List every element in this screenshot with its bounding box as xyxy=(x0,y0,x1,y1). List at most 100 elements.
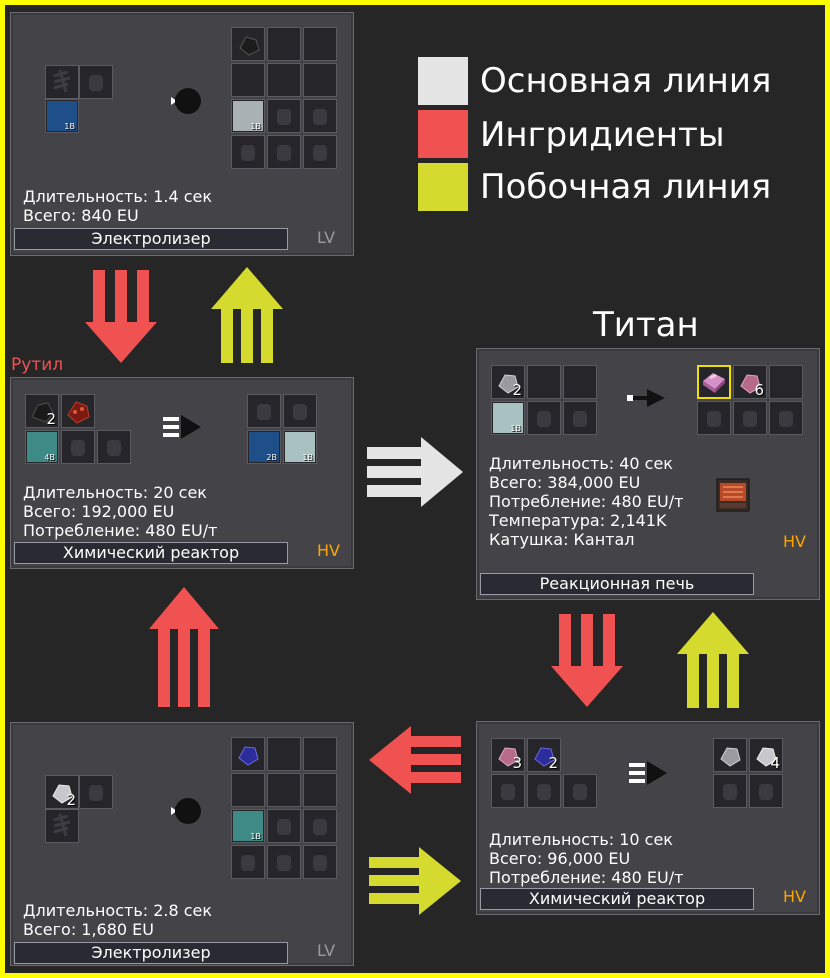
titanium-dust-icon xyxy=(720,747,741,767)
fluid-output-slot[interactable] xyxy=(267,99,301,133)
input-slot[interactable]: 2 xyxy=(491,365,525,399)
titanium-dust-icon xyxy=(756,747,777,767)
fluid-input-slot[interactable] xyxy=(563,774,597,808)
input-slot[interactable] xyxy=(527,365,561,399)
fluid-output-slot[interactable] xyxy=(697,401,731,435)
input-slot[interactable] xyxy=(563,365,597,399)
fluid-input-slot[interactable] xyxy=(527,401,561,435)
input-slot[interactable]: 2 xyxy=(25,394,59,428)
legend-label-side: Побочная линия xyxy=(480,167,772,207)
voltage-tier: HV xyxy=(317,541,340,560)
fluid-output-slot[interactable] xyxy=(303,99,337,133)
item-count: 2 xyxy=(46,410,56,428)
fluid-output-slot[interactable] xyxy=(303,845,337,879)
fluid-icon xyxy=(233,101,263,131)
cell-ghost-icon xyxy=(241,145,255,161)
output-slot[interactable]: 4 xyxy=(749,738,783,772)
output-slot[interactable] xyxy=(267,773,301,807)
fluid-input-slot[interactable]: 1B xyxy=(491,401,525,435)
output-slot[interactable] xyxy=(231,27,265,61)
fluid-output-slot[interactable] xyxy=(713,774,747,808)
power-usage-text: Потребление: 480 EU/т xyxy=(489,492,684,511)
output-slot[interactable] xyxy=(303,27,337,61)
fluid-output-slot[interactable] xyxy=(267,135,301,169)
side-line-arrow-up-1 xyxy=(211,267,283,363)
fluid-amount: 2B xyxy=(266,453,277,462)
input-slot[interactable] xyxy=(79,775,113,809)
output-slot[interactable] xyxy=(231,63,265,97)
fluid-input-slot[interactable] xyxy=(61,430,95,464)
fluid-amount: 1B xyxy=(302,453,313,462)
fluid-output-slot[interactable] xyxy=(303,809,337,843)
bottle-ghost-icon xyxy=(537,784,551,800)
fluid-output-slot[interactable] xyxy=(733,401,767,435)
magnesium-chloride-dust-icon xyxy=(740,374,761,394)
fluid-input-slot[interactable] xyxy=(563,401,597,435)
cell-ghost-icon xyxy=(89,75,103,91)
fluid-output-slot[interactable] xyxy=(749,774,783,808)
fluid-input-slot[interactable]: 4B xyxy=(25,430,59,464)
duration-text: Длительность: 10 сек xyxy=(489,830,673,849)
duration-text: Длительность: 1.4 сек xyxy=(23,187,213,206)
output-slot[interactable] xyxy=(769,365,803,399)
fluid-output-slot[interactable]: 1B xyxy=(231,99,265,133)
output-slot[interactable] xyxy=(303,773,337,807)
bottle-ghost-icon xyxy=(71,440,85,456)
input-slot[interactable] xyxy=(79,65,113,99)
input-slot[interactable] xyxy=(61,394,95,428)
total-energy-text: Всего: 840 EU xyxy=(23,206,139,225)
voltage-tier: LV xyxy=(317,941,336,960)
input-slot[interactable]: 2 xyxy=(527,738,561,772)
cell-ghost-icon xyxy=(313,855,327,871)
input-slot[interactable] xyxy=(45,65,79,99)
titan-title: Титан xyxy=(593,305,699,345)
output-slot[interactable] xyxy=(267,63,301,97)
titanium-dust-icon xyxy=(52,784,73,804)
output-slot[interactable] xyxy=(247,394,281,428)
fluid-input-slot[interactable] xyxy=(97,430,131,464)
input-slot[interactable]: 3 xyxy=(491,738,525,772)
fluid-input-slot[interactable] xyxy=(527,774,561,808)
input-slot[interactable]: 2 xyxy=(45,775,79,809)
output-slot[interactable] xyxy=(303,737,337,771)
output-slot[interactable]: 6 xyxy=(733,365,767,399)
machine-name: Электролизер xyxy=(14,228,288,250)
fluid-amount: 1B xyxy=(510,424,521,433)
cell-ghost-icon xyxy=(313,819,327,835)
cell-ghost-icon xyxy=(779,411,793,427)
machine-name: Электролизер xyxy=(14,942,288,964)
fluid-input-slot[interactable]: 1B xyxy=(45,99,79,133)
magnesium-dust-icon xyxy=(534,747,555,767)
fluid-output-slot[interactable] xyxy=(267,845,301,879)
machine-name: Химический реактор xyxy=(14,542,288,564)
item-count: 2 xyxy=(66,791,76,809)
fluid-icon xyxy=(493,403,523,433)
fluid-output-slot[interactable] xyxy=(231,845,265,879)
fluid-output-slot[interactable]: 2B xyxy=(247,430,281,464)
fluid-output-slot[interactable]: 1B xyxy=(283,430,317,464)
fluid-output-slot[interactable] xyxy=(769,401,803,435)
fluid-output-slot[interactable] xyxy=(267,809,301,843)
fluid-input-slot[interactable] xyxy=(491,774,525,808)
coal-dust-icon xyxy=(31,402,54,423)
fluid-amount: 1B xyxy=(250,122,261,131)
output-slot[interactable] xyxy=(713,738,747,772)
cell-ghost-icon xyxy=(573,411,587,427)
ingredient-arrow-left xyxy=(369,726,461,794)
output-slot[interactable] xyxy=(283,394,317,428)
process-arrow-icon xyxy=(171,798,201,824)
output-slot-selected[interactable] xyxy=(697,365,731,399)
fluid-output-slot[interactable]: 1B xyxy=(231,809,265,843)
bottle-ghost-icon xyxy=(501,784,515,800)
input-slot[interactable] xyxy=(45,809,79,843)
bottle-ghost-icon xyxy=(759,784,773,800)
output-slot[interactable] xyxy=(267,27,301,61)
output-slot[interactable] xyxy=(303,63,337,97)
output-slot[interactable] xyxy=(267,737,301,771)
main-line-arrow-right xyxy=(367,437,463,507)
output-slot[interactable] xyxy=(231,737,265,771)
fluid-output-slot[interactable] xyxy=(231,135,265,169)
output-slot[interactable] xyxy=(231,773,265,807)
voltage-tier: LV xyxy=(317,228,336,247)
fluid-output-slot[interactable] xyxy=(303,135,337,169)
